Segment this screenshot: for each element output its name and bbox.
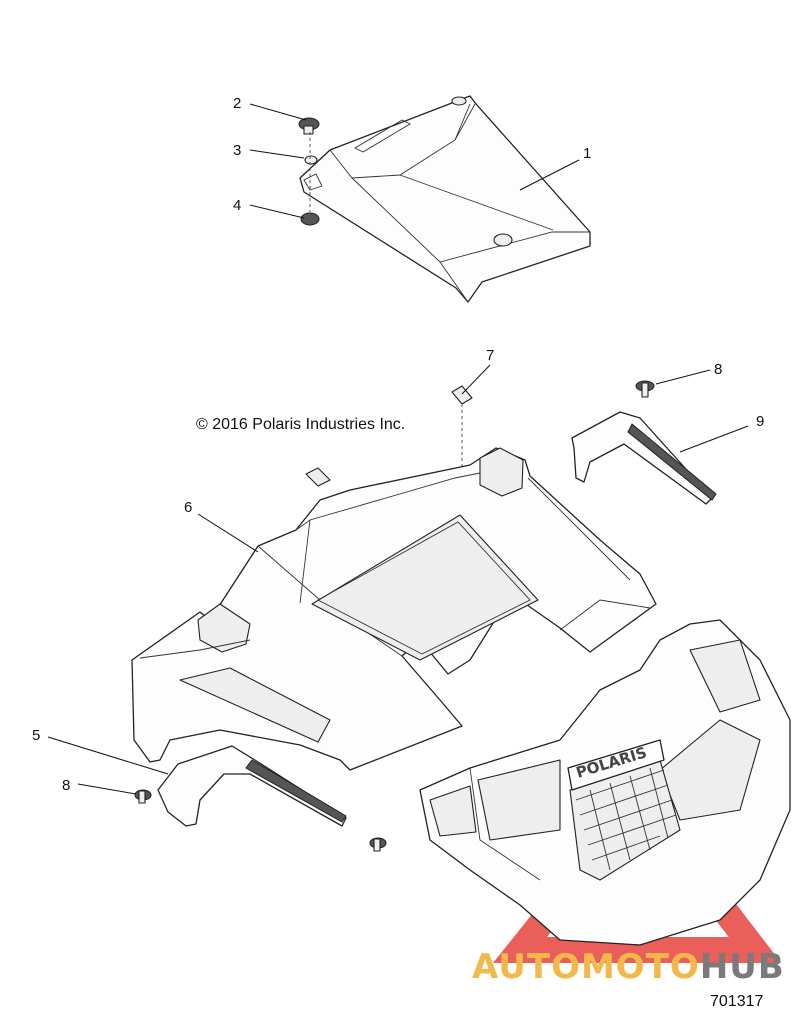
callout-6: 6	[184, 499, 192, 516]
fender-trim-part-5	[157, 745, 347, 827]
rivet-part-8-top	[635, 380, 655, 398]
storage-lid-part-1	[299, 95, 591, 303]
callout-9: 9	[756, 413, 764, 430]
leader-lines	[47, 103, 749, 795]
front-hood-part-6	[131, 447, 657, 771]
callout-1: 1	[583, 145, 591, 162]
callout-7: 7	[486, 347, 494, 364]
knob-part-2	[298, 117, 320, 135]
callout-5: 5	[32, 727, 40, 744]
callout-3: 3	[233, 142, 241, 159]
pad-part-7	[451, 385, 473, 405]
washer-part-3	[304, 155, 318, 165]
rivet-part-8-left	[134, 789, 152, 804]
callout-8-top: 8	[714, 361, 722, 378]
front-bumper-grille: POLARIS	[419, 619, 791, 946]
copyright-notice: © 2016 Polaris Industries Inc.	[196, 416, 405, 433]
fender-trim-part-9	[571, 411, 717, 505]
watermark-text: AUTOMOTOHUB	[472, 947, 785, 987]
watermark-text-part2: HUB	[700, 947, 785, 987]
callout-8-left: 8	[62, 777, 70, 794]
rivet-part-8-center	[369, 837, 387, 852]
grommet-part-4	[300, 212, 320, 226]
callout-4: 4	[233, 197, 241, 214]
callout-2: 2	[233, 95, 241, 112]
watermark-text-part1: AUTOMOTO	[472, 947, 700, 987]
document-number: 701317	[710, 993, 763, 1010]
